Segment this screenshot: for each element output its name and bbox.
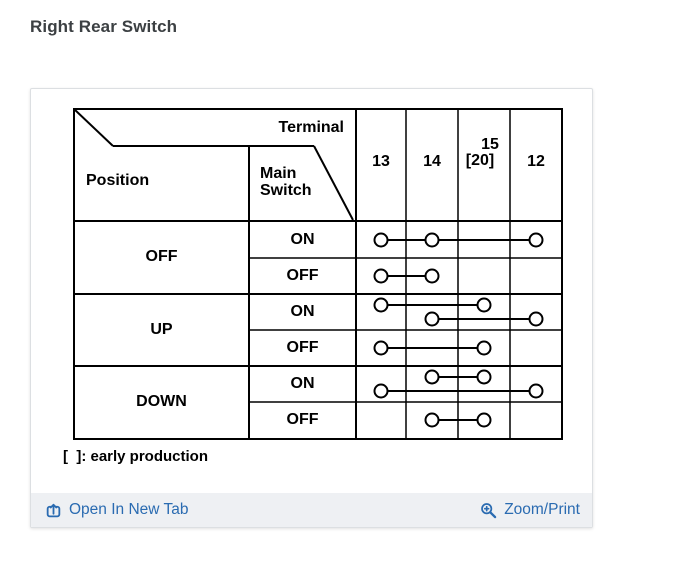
table-grid — [73, 108, 563, 440]
main-switch-state-label: OFF — [286, 339, 319, 356]
image-card: Terminal Position Main Switch 13 14 15[2… — [30, 88, 593, 528]
contact-circle — [373, 340, 389, 356]
main-switch-header-label: Main Switch — [260, 165, 312, 199]
contact-circle — [476, 412, 492, 428]
main-switch-state-label: ON — [290, 375, 315, 392]
page-title: Right Rear Switch — [30, 17, 178, 36]
terminal-column-15-main: 15 — [481, 136, 499, 153]
contact-circle — [373, 297, 389, 313]
zoom-icon — [480, 502, 497, 519]
contact-circle — [476, 297, 492, 313]
contact-circle — [424, 369, 440, 385]
contact-circle — [528, 383, 544, 399]
terminal-column-15-early: [20] — [465, 152, 495, 169]
continuity-connections — [373, 232, 544, 428]
terminal-column-15: 15[20] — [458, 137, 510, 169]
card-footer: Open In New Tab Zoom/Print — [31, 493, 592, 527]
zoom-print-link[interactable]: Zoom/Print — [480, 501, 580, 519]
position-header-label: Position — [86, 172, 150, 189]
zoom-print-label: Zoom/Print — [504, 501, 580, 518]
terminal-header-label: Terminal — [278, 119, 345, 136]
main-switch-state-label: OFF — [286, 267, 319, 284]
open-in-new-tab-icon — [45, 502, 62, 519]
main-switch-state-label: ON — [290, 231, 315, 248]
open-in-new-tab-link[interactable]: Open In New Tab — [45, 501, 188, 519]
contact-circle — [476, 340, 492, 356]
contact-circle — [476, 369, 492, 385]
contact-circle — [373, 383, 389, 399]
contact-circle — [373, 232, 389, 248]
main-switch-state-label: OFF — [286, 411, 319, 428]
open-in-new-tab-label: Open In New Tab — [69, 501, 189, 518]
main-switch-state-label: ON — [290, 303, 315, 320]
contact-circle — [528, 232, 544, 248]
position-row-down: DOWN — [136, 393, 187, 410]
switch-continuity-diagram — [73, 108, 563, 440]
contact-circle — [424, 311, 440, 327]
contact-circle — [528, 311, 544, 327]
contact-circle — [424, 412, 440, 428]
terminal-column-13: 13 — [372, 153, 390, 170]
contact-circle — [373, 268, 389, 284]
position-row-up: UP — [150, 321, 173, 338]
terminal-column-12: 12 — [527, 153, 545, 170]
early-production-note: [ ]: early production — [63, 448, 209, 465]
position-row-off: OFF — [145, 248, 178, 265]
terminal-column-14: 14 — [423, 153, 441, 170]
contact-circle — [424, 268, 440, 284]
contact-circle — [424, 232, 440, 248]
